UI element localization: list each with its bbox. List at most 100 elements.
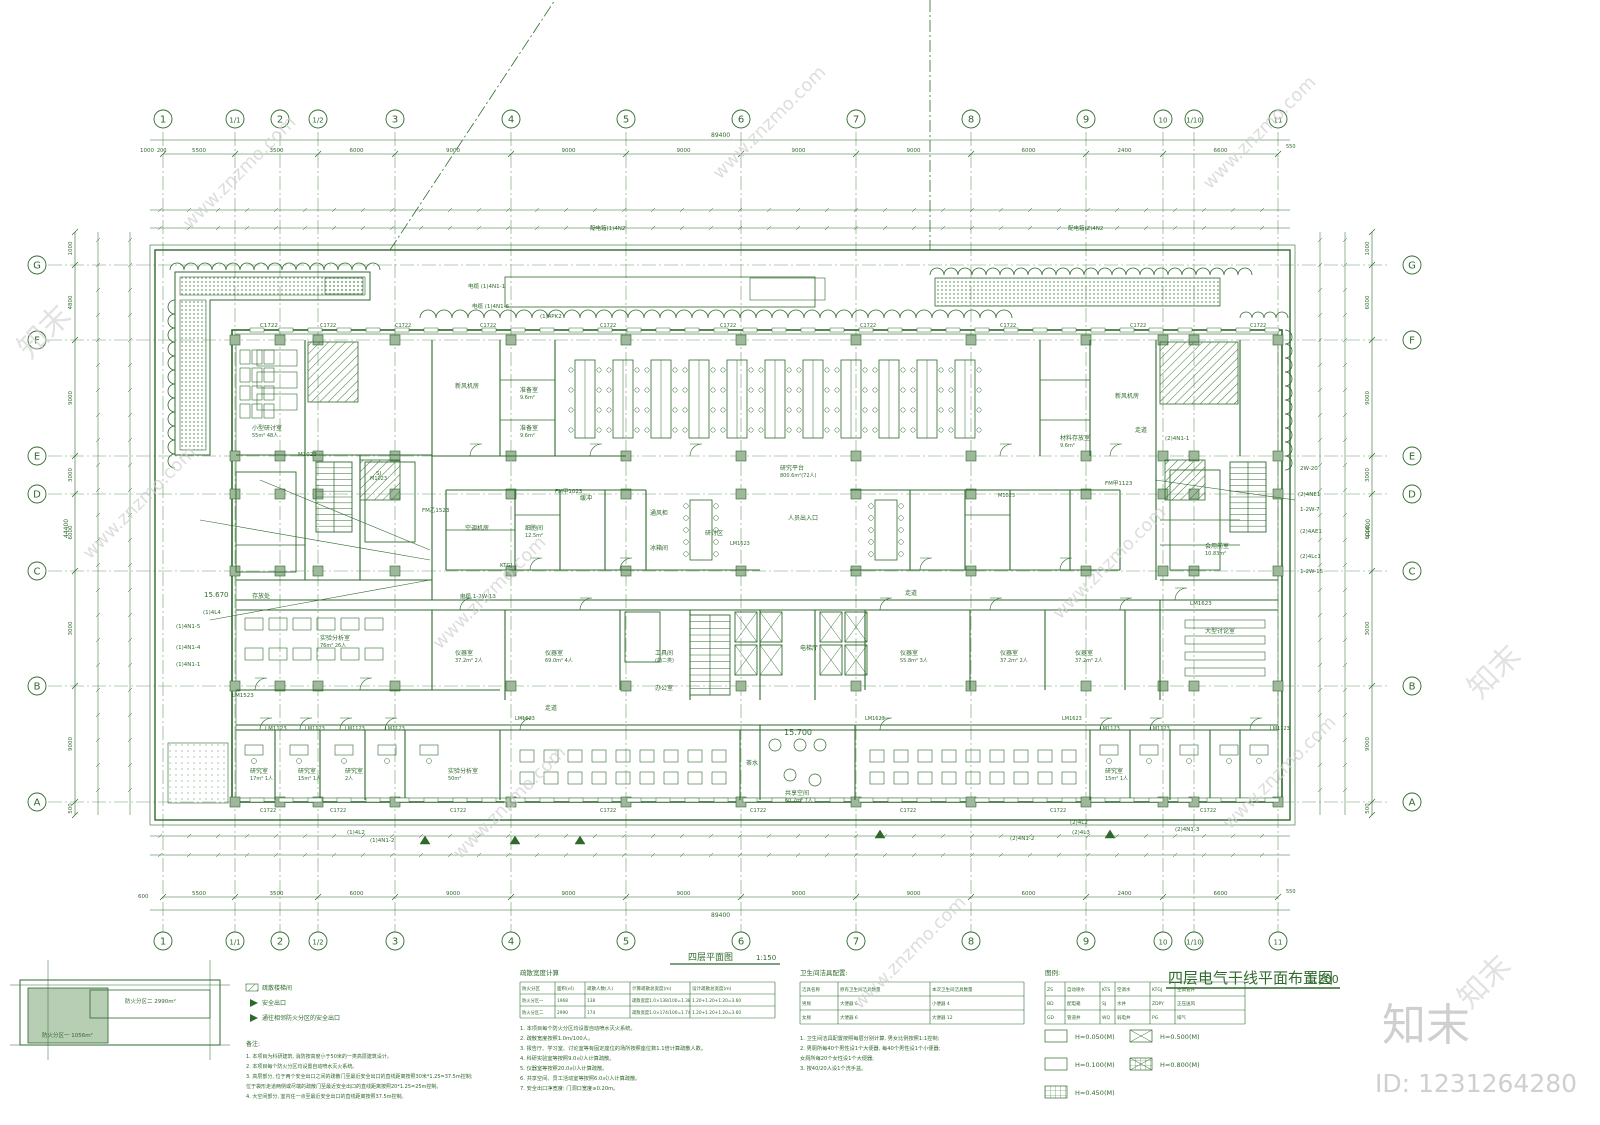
room-name: 研究室 <box>345 767 363 775</box>
door-swing <box>339 717 353 731</box>
door-window-code: C1722 <box>1200 808 1216 814</box>
dim-top-text: 5500 <box>192 148 206 154</box>
lab-stool <box>596 407 602 413</box>
door-window-code: LM1623 <box>865 716 885 722</box>
office-desk <box>519 749 535 763</box>
legend-code: 配电箱 <box>1067 1000 1081 1007</box>
grid-bubble-row <box>27 255 47 275</box>
paver-dot <box>181 756 183 758</box>
grid-bubble-row <box>27 792 47 812</box>
room-name: 小型研讨室 <box>252 424 282 432</box>
site-outline <box>149 244 1296 826</box>
evac-note: 6. 共享空间、员工活动室等按照6.0㎡/人计算疏散。 <box>520 1074 640 1082</box>
dim-right-text: 500 <box>1365 803 1371 814</box>
fire-note: 2. 本项目每个防火分区均设置自动喷水灭火系统。 <box>246 1063 357 1070</box>
window-mark <box>1119 797 1135 803</box>
dim-fine-tick <box>969 225 975 231</box>
office-desk <box>965 771 981 785</box>
window-mark <box>858 797 874 803</box>
dim-side-fine-tick <box>1342 537 1348 543</box>
lab-stool <box>606 427 612 433</box>
hatched-shaft <box>1164 459 1206 501</box>
paver-dot <box>223 762 225 764</box>
dim-bottom-tick <box>852 893 860 901</box>
paver-dot <box>217 780 219 782</box>
structural-column <box>505 680 517 692</box>
dim-fine-tick <box>534 225 540 231</box>
evac-note: 4. 科研实验室等按照9.0㎡/人计算疏散。 <box>520 1054 614 1062</box>
lab-stool <box>672 407 678 413</box>
paver-dot <box>211 750 213 752</box>
meeting-chair <box>898 527 904 533</box>
structural-column <box>850 680 862 692</box>
window-mark <box>626 797 642 803</box>
window-mark <box>481 797 497 803</box>
paver-dot <box>199 786 201 788</box>
dim-side-fine-tick <box>95 362 101 368</box>
window-mark <box>1235 327 1251 333</box>
dim-side-fine-tick <box>127 637 133 643</box>
meeting-chair <box>868 515 874 521</box>
dim-side-fine-tick <box>127 387 133 393</box>
dim-fine-tick <box>1114 207 1120 213</box>
research-chair <box>1256 758 1262 764</box>
paver-dot <box>205 750 207 752</box>
dim-fine-tick <box>592 852 598 858</box>
dim-fine-tick <box>1027 225 1033 231</box>
equipment-label: (2)4N1-3 <box>1175 827 1200 833</box>
paver-dot <box>193 792 195 794</box>
dim-fine-tick <box>418 207 424 213</box>
equipment-label: 配电箱(2)4N2 <box>1068 224 1103 232</box>
grid-label-col: 7 <box>853 115 859 126</box>
dim-fine-tick <box>621 833 627 839</box>
dim-top-text: 9000 <box>677 148 691 154</box>
grid-label-col: 6 <box>738 115 744 126</box>
dim-fine-tick <box>911 225 917 231</box>
dim-fine-tick <box>737 852 743 858</box>
dim-fine-tick <box>157 852 163 858</box>
structural-column <box>965 334 977 346</box>
tree-row-left <box>167 355 176 371</box>
room-area: 15m² 1人 <box>298 776 321 782</box>
lab-stool <box>634 367 640 373</box>
room-name: 研究室 <box>298 767 316 775</box>
equipment-label: (2)4N1-1 <box>1165 436 1189 442</box>
meeting-chair <box>683 527 689 533</box>
lab-stool <box>796 387 802 393</box>
equipment-label: (2)4L3 <box>1072 830 1090 836</box>
height-swatch-cross <box>1129 1057 1153 1071</box>
paver-dot <box>193 750 195 752</box>
door-swing <box>619 557 633 571</box>
lounge-seat <box>813 738 827 752</box>
hatched-shaft <box>307 341 359 403</box>
grid-bubble-col <box>1076 109 1096 129</box>
window-mark <box>539 797 555 803</box>
dim-fine-tick <box>766 833 772 839</box>
dim-left-tick <box>71 811 79 819</box>
lab-stool <box>976 407 982 413</box>
grid-bubble-col <box>1184 109 1204 129</box>
door-swing <box>359 677 373 691</box>
structural-column <box>229 796 241 808</box>
tree-row-right-vert <box>1284 413 1293 429</box>
door-swing <box>1099 717 1113 731</box>
watermark-site: www.znzmo.com <box>429 532 551 654</box>
dim-side-fine-tick <box>95 287 101 293</box>
terrace-gravel <box>167 742 229 804</box>
structural-column <box>1272 334 1284 346</box>
dim-bottom-tick <box>1159 893 1167 901</box>
grid-label-col: 1/1 <box>229 117 240 125</box>
lounge-seat <box>808 773 822 787</box>
door-swing <box>589 443 603 457</box>
office-desk <box>639 771 655 785</box>
grid-bubble-col <box>846 109 866 129</box>
window-mark <box>423 327 439 333</box>
dim-top-tick <box>507 150 515 158</box>
elevator-cross <box>759 611 783 643</box>
dim-fine-tick <box>650 833 656 839</box>
room-name: 办公室 <box>655 684 673 692</box>
dim-fine-tick <box>186 225 192 231</box>
dim-fine-tick <box>708 852 714 858</box>
paver-dot <box>199 798 201 800</box>
grid-label-col: 9 <box>1083 937 1089 948</box>
